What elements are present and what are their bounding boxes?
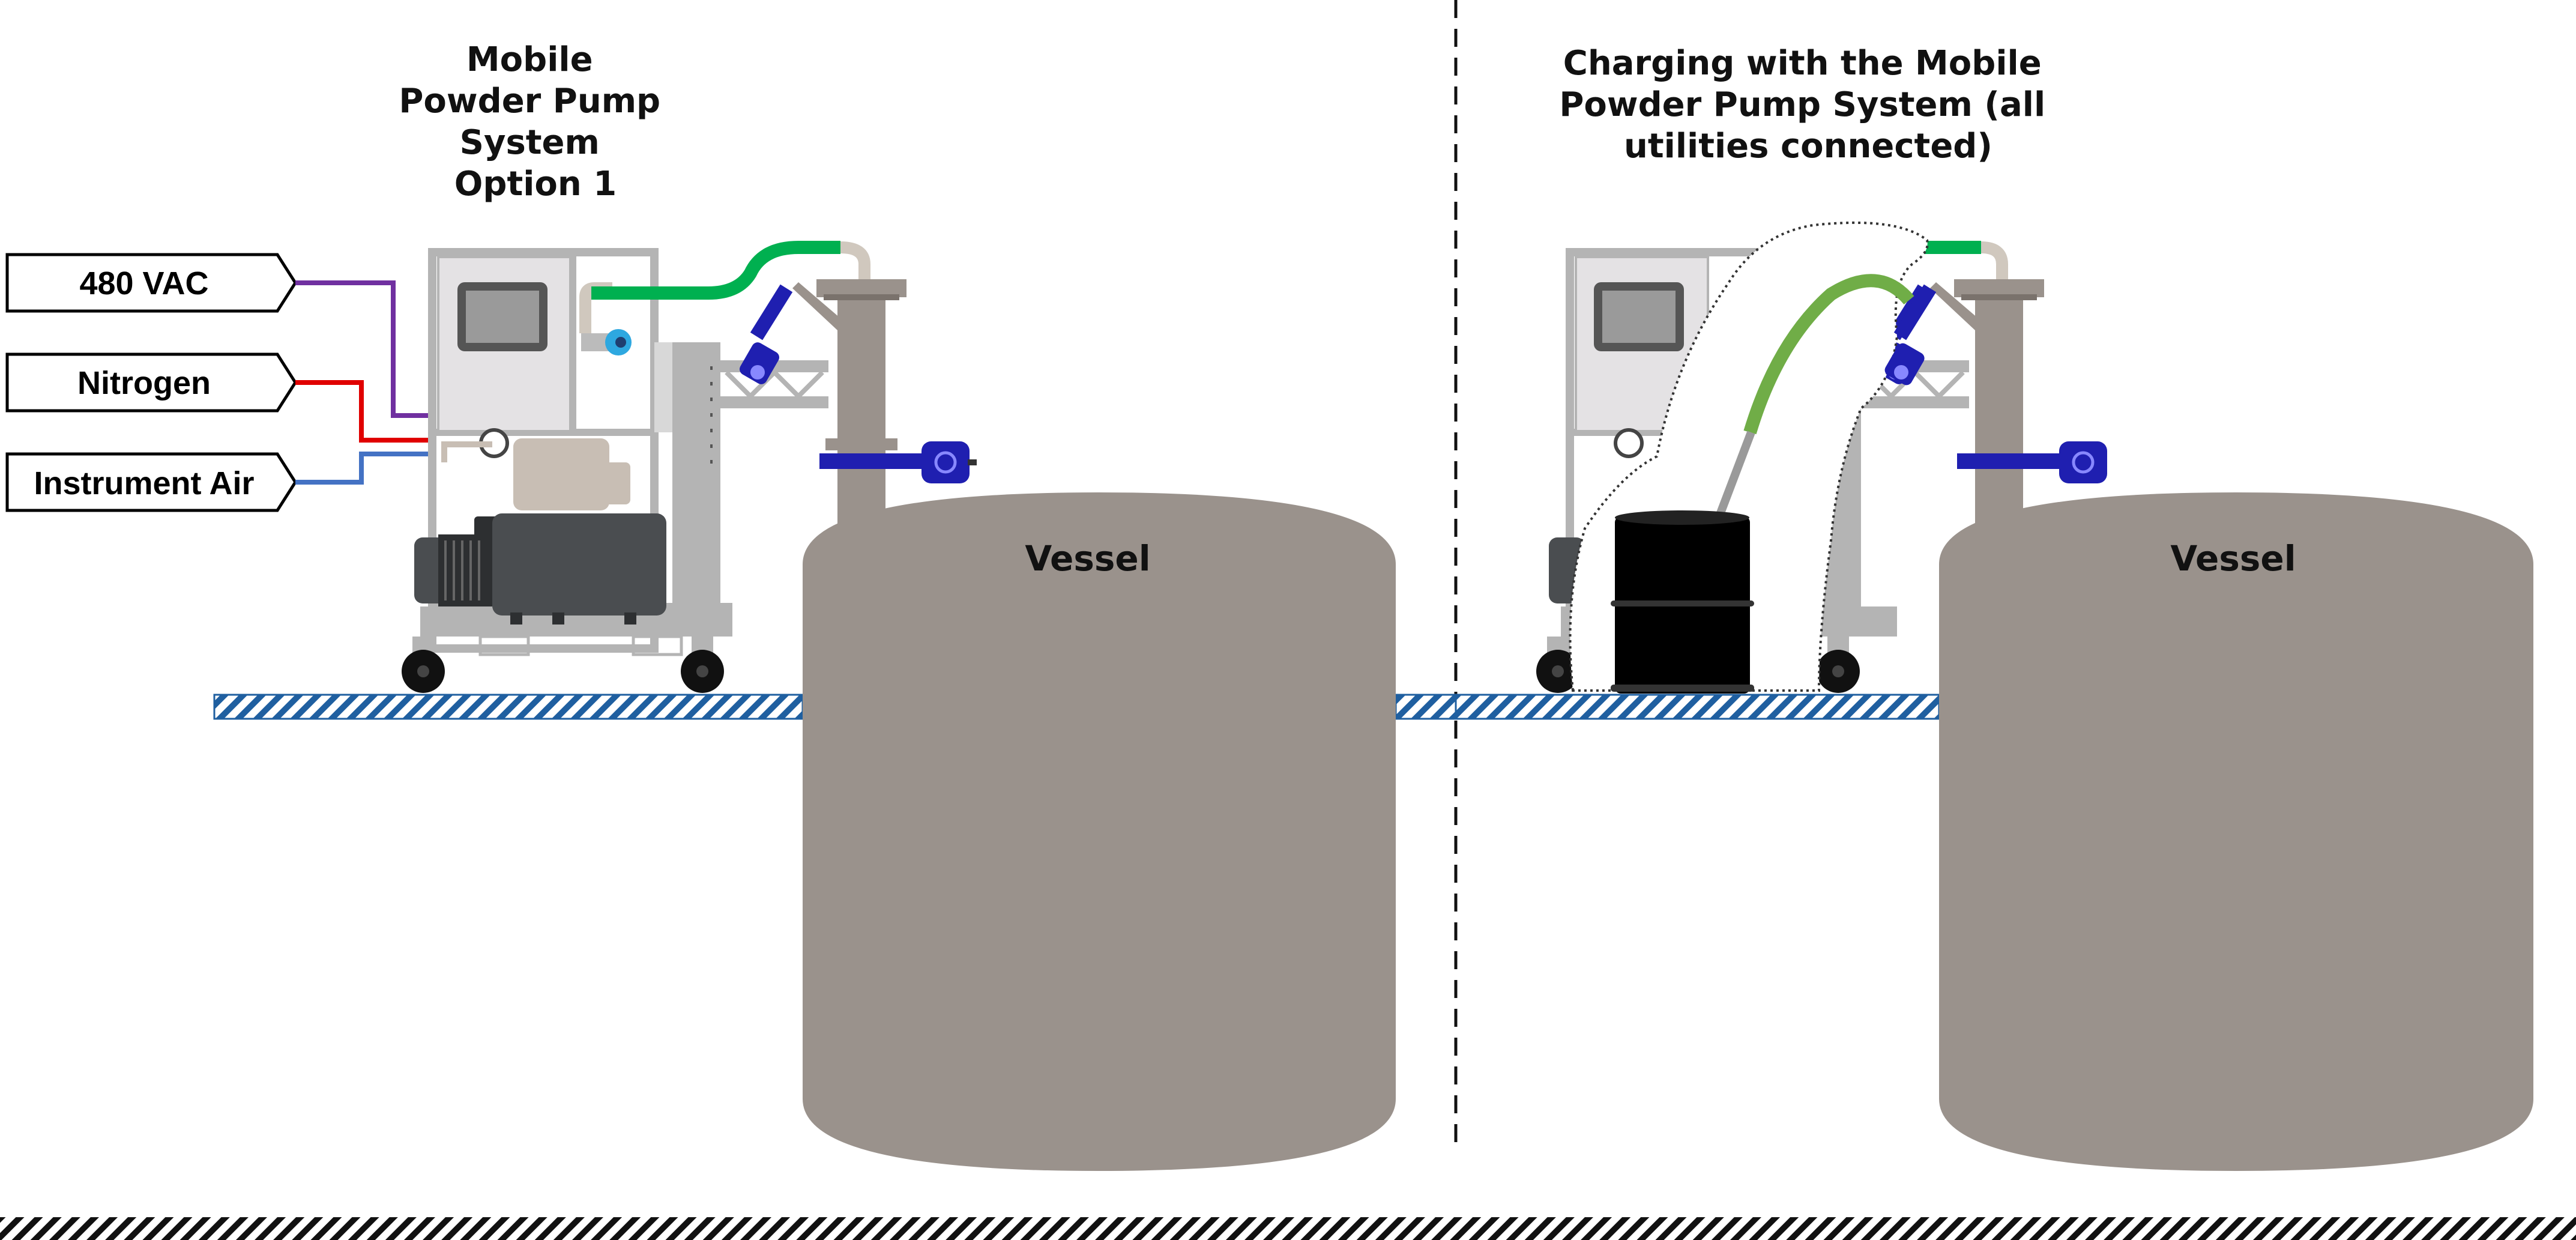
butterfly-valve-icon	[1884, 284, 1937, 386]
utility-tag-instrument-air: Instrument Air	[5, 452, 297, 512]
utility-label-instrument-air: Instrument Air	[34, 465, 254, 501]
pump-cart	[402, 248, 732, 693]
filter-housing	[513, 438, 609, 510]
vessel-nozzle	[792, 241, 906, 528]
left-panel: Mobile Powder Pump System Option 1 480 V…	[5, 40, 1457, 1171]
left-title-line-4: Option 1	[454, 165, 617, 204]
butterfly-valve-icon	[819, 441, 977, 483]
nitrogen-line	[295, 380, 435, 443]
vessel-tank-left: Vessel	[803, 492, 1396, 1171]
suction-wand	[1713, 431, 1755, 524]
right-title-line-2: Powder Pump System (all	[1559, 85, 2045, 124]
left-title-line-3: System	[460, 123, 600, 162]
floor-right	[1455, 694, 1940, 720]
utility-tag-480vac: 480 VAC	[5, 253, 297, 313]
floor-left-a	[213, 694, 804, 720]
vessel-label-right: Vessel	[2170, 538, 2296, 579]
utility-label-nitrogen: Nitrogen	[77, 365, 211, 401]
transfer-hose	[591, 241, 840, 300]
ground-hatch	[0, 1217, 2576, 1240]
caster-wheel-icon	[681, 637, 724, 693]
truss-support	[720, 360, 828, 408]
vessel-label-left: Vessel	[1025, 538, 1150, 579]
instrument-air-line	[295, 452, 435, 485]
butterfly-valve-icon	[1957, 441, 2107, 483]
right-title-line-3: utilities connected)	[1624, 127, 1992, 166]
vessel-tank-right: Vessel	[1939, 492, 2533, 1171]
floor-left-b	[1395, 694, 1457, 720]
butterfly-valve-icon	[740, 284, 793, 384]
vessel-nozzle-right	[1930, 241, 2044, 528]
utility-label-480vac: 480 VAC	[79, 265, 208, 301]
right-panel: Charging with the Mobile Powder Pump Sys…	[1455, 44, 2533, 1171]
drum-hose	[1743, 274, 1914, 435]
utility-tag-nitrogen: Nitrogen	[5, 352, 297, 413]
left-title: Mobile Powder Pump System Option 1	[399, 40, 672, 204]
powder-drum-icon	[1611, 510, 1754, 694]
left-title-line-2: Powder Pump	[399, 82, 660, 121]
right-title-line-1: Charging with the Mobile	[1563, 44, 2042, 83]
left-title-line-1: Mobile	[466, 40, 593, 79]
pump-motor-icon	[414, 513, 666, 625]
power-line-480vac	[295, 280, 435, 418]
right-title: Charging with the Mobile Powder Pump Sys…	[1559, 44, 2057, 166]
